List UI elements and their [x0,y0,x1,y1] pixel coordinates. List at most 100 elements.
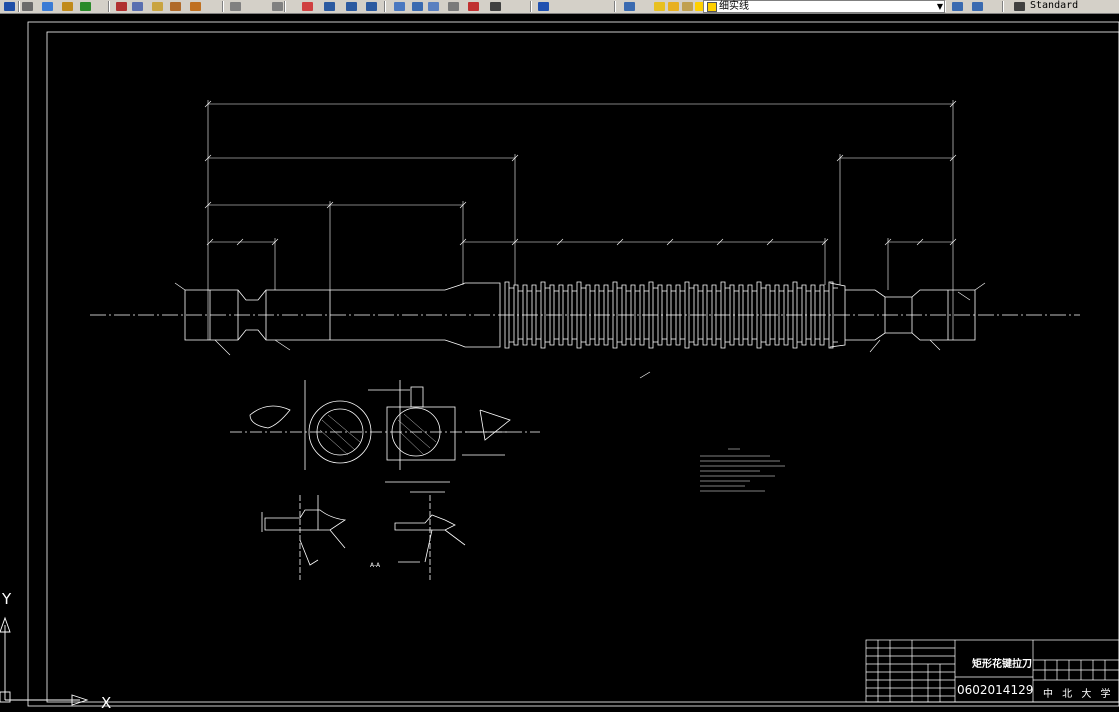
inner-border [46,31,1119,703]
plot-preview-icon[interactable] [40,0,55,13]
dimension-tick [766,238,774,246]
dimension-tick [511,154,519,162]
dimension-tick [821,238,829,246]
dimension-tick [206,238,214,246]
zoom-previous-icon[interactable] [364,0,379,13]
drawing-canvas[interactable]: 矩形花键拉刀 0602014129 中 北 大 学 A-A Y X [0,14,1119,712]
outer-border [27,21,1119,707]
dimension-tick [836,154,844,162]
dimension-tick [204,201,212,209]
dimension-lines [174,100,986,379]
toolbar-separator [530,1,532,12]
drawing-number: 0602014129 [957,683,1033,697]
part-name: 矩形花键拉刀 [972,657,1032,670]
text-style-dropdown[interactable]: Standard [1030,0,1079,11]
properties-icon[interactable] [392,0,407,13]
chevron-down-icon[interactable]: ▼ [936,2,943,11]
broach-tooth [720,281,730,349]
quickcalc-icon[interactable] [488,0,503,13]
broach-tooth [549,284,559,346]
design-center-icon[interactable] [410,0,425,13]
dimension-tick [949,154,957,162]
dimension-tick [716,238,724,246]
broach-tooth [756,281,766,349]
text-style-icon[interactable] [1012,0,1027,13]
layer-bulb-icon[interactable] [652,0,667,13]
dimension-tick [949,100,957,108]
broach-tooth [747,284,757,346]
layer-sun-icon[interactable] [666,0,681,13]
dimension-tick [916,238,924,246]
dimension-tick [271,238,279,246]
broach-tooth [828,281,838,349]
school-name: 中 北 大 学 [1043,687,1114,700]
section-views [230,380,540,580]
paste-icon[interactable] [150,0,165,13]
broach-tooth [639,284,649,346]
dimension-tick [511,238,519,246]
undo-icon[interactable] [228,0,243,13]
dimension-tick [884,238,892,246]
dimension-tick [556,238,564,246]
toolbar-separator [1002,1,1004,12]
publish-icon[interactable] [60,0,75,13]
toolbar-separator [284,1,286,12]
zoom-realtime-icon[interactable] [322,0,337,13]
broach-tooth [531,284,541,346]
sheet-set-icon[interactable] [446,0,461,13]
block-editor-icon[interactable] [188,0,203,13]
dimension-tick [326,201,334,209]
globe-icon[interactable] [78,0,93,13]
layer-color-swatch [707,2,717,12]
broach-tooth [666,284,676,346]
broach-tooth [801,284,811,346]
broach-tooth [711,284,721,346]
markup-icon[interactable] [466,0,481,13]
cut-icon[interactable] [114,0,129,13]
broach-tooth [729,284,739,346]
broach-tooth [612,281,622,349]
broach-tooth [693,284,703,346]
dimension-tick [666,238,674,246]
dimension-tick [204,154,212,162]
broach-tooth [630,284,640,346]
print-icon[interactable] [20,0,35,13]
pan-icon[interactable] [300,0,315,13]
toolbar-separator [384,1,386,12]
broach-tooth [702,284,712,346]
ucs-x-label: X [101,694,111,712]
zoom-window-icon[interactable] [344,0,359,13]
broach-tooth [594,284,604,346]
broach-main-view [90,281,1080,349]
layer-color-icon[interactable] [693,0,708,13]
layer-previous-icon[interactable] [950,0,965,13]
technical-requirements [700,448,785,492]
broach-tooth [774,284,784,346]
match-properties-icon[interactable] [168,0,183,13]
redo-icon[interactable] [270,0,285,13]
toolbar-separator [108,1,110,12]
broach-tooth [792,281,802,349]
help-icon[interactable] [536,0,551,13]
standard-toolbar: 细实线 ▼ Standard [0,0,1119,14]
layer-manager-icon[interactable] [622,0,637,13]
broach-tooth [513,284,523,346]
section-mark-label: A-A [370,562,381,569]
broach-tooth [648,281,658,349]
broach-tooth [567,284,577,346]
copy-icon[interactable] [130,0,145,13]
broach-tooth [810,284,820,346]
broach-tooth [657,284,667,346]
toolbar-separator [614,1,616,12]
layer-lock-icon[interactable] [680,0,695,13]
broach-teeth [504,281,838,349]
tool-palettes-icon[interactable] [426,0,441,13]
layer-state-icon[interactable] [970,0,985,13]
broach-tooth [684,281,694,349]
ucs-y-label: Y [1,590,12,608]
dimension-tick [949,238,957,246]
layer-dropdown[interactable]: 细实线 ▼ [703,0,945,13]
save-icon[interactable] [2,0,17,13]
dimension-tick [236,238,244,246]
broach-tooth [504,281,514,349]
